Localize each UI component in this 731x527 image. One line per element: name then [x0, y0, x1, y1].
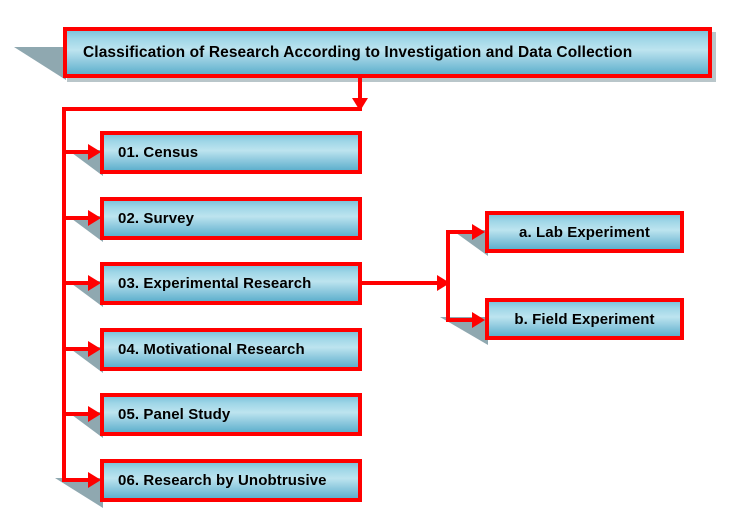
node-survey[interactable]: 02. Survey — [100, 197, 362, 240]
connector-to-node-3 — [62, 281, 96, 285]
connector-to-node-6 — [62, 478, 96, 482]
title-box-label: Classification of Research According to … — [83, 43, 633, 61]
node-lab-experiment[interactable]: a. Lab Experiment — [485, 211, 684, 253]
node-label: 06. Research by Unobtrusive — [118, 472, 327, 489]
node-label: 03. Experimental Research — [118, 275, 312, 292]
arrow-right-icon — [88, 210, 101, 226]
node-label: a. Lab Experiment — [519, 223, 650, 241]
arrow-right-icon — [472, 224, 485, 240]
arrow-right-icon — [88, 144, 101, 160]
connector-trunk-top — [62, 107, 362, 111]
connector-title-down — [358, 78, 362, 100]
arrow-right-icon — [88, 406, 101, 422]
node-label: b. Field Experiment — [514, 310, 655, 328]
connector-trunk — [62, 107, 66, 482]
connector-branch-main — [362, 281, 448, 285]
arrow-right-icon — [88, 341, 101, 357]
connector-to-node-4 — [62, 347, 96, 351]
arrow-right-icon — [472, 312, 485, 328]
arrow-down-icon — [352, 98, 368, 111]
title-box-shadow — [14, 47, 66, 80]
node-field-experiment[interactable]: b. Field Experiment — [485, 298, 684, 340]
node-motivational-research[interactable]: 04. Motivational Research — [100, 328, 362, 371]
connector-to-field — [446, 318, 480, 322]
node-label: 01. Census — [118, 144, 199, 161]
connector-to-node-5 — [62, 412, 96, 416]
connector-to-node-2 — [62, 216, 96, 220]
node-label: 05. Panel Study — [118, 406, 231, 423]
connector-to-node-1 — [62, 150, 96, 154]
connector-to-lab — [446, 230, 480, 234]
node-research-by-unobtrusive[interactable]: 06. Research by Unobtrusive — [100, 459, 362, 502]
node-experimental-research[interactable]: 03. Experimental Research — [100, 262, 362, 305]
node-label: 04. Motivational Research — [118, 341, 305, 358]
arrow-right-icon — [88, 275, 101, 291]
box-edge-shadow — [67, 78, 716, 82]
arrow-right-icon — [437, 275, 450, 291]
node-panel-study[interactable]: 05. Panel Study — [100, 393, 362, 436]
node-label: 02. Survey — [118, 210, 195, 227]
title-box[interactable]: Classification of Research According to … — [63, 27, 712, 78]
arrow-right-icon — [88, 472, 101, 488]
node-census[interactable]: 01. Census — [100, 131, 362, 174]
box-edge-shadow — [712, 32, 716, 82]
